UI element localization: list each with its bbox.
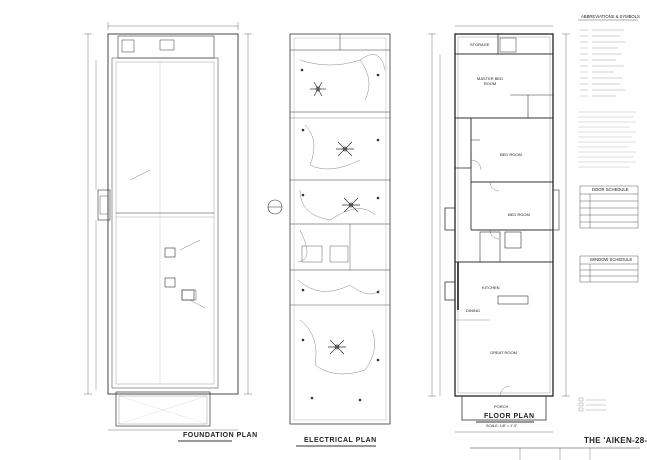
floor-plan-scale: SCALE: 1/8" = 1'-0" xyxy=(486,424,518,428)
foundation-inner-wall xyxy=(111,57,219,389)
foundation-outline xyxy=(107,33,239,395)
floor-outline xyxy=(454,33,554,397)
legend-schedules xyxy=(470,19,640,460)
room-bedroom-2: BED ROOM xyxy=(508,212,530,217)
electrical-plan xyxy=(289,33,391,447)
floor-plan xyxy=(428,25,570,433)
foundation-plan xyxy=(84,22,283,442)
floor-plan-title: FLOOR PLAN xyxy=(484,413,535,420)
room-kitchen: KITCHEN xyxy=(482,285,500,290)
room-storage: STORAGE xyxy=(470,42,490,47)
house-model-title: THE 'AIKEN-28- xyxy=(584,436,647,445)
room-bedroom-1: BED ROOM xyxy=(500,152,522,157)
electrical-outline xyxy=(289,33,391,425)
door-schedule-title: DOOR SCHEDULE xyxy=(592,187,629,192)
abbreviations-title: ABBREVIATIONS & SYMBOLS xyxy=(581,14,640,19)
room-dining: DINING xyxy=(466,308,480,313)
electrical-plan-title: ELECTRICAL PLAN xyxy=(304,437,377,444)
room-master-bedroom: MASTER BED ROOM xyxy=(476,76,503,86)
window-schedule-title: WINDOW SCHEDULE xyxy=(590,257,633,262)
room-porch: PORCH xyxy=(494,404,509,409)
room-great-room: GREAT ROOM xyxy=(490,350,517,355)
foundation-plan-title: FOUNDATION PLAN xyxy=(183,432,258,439)
